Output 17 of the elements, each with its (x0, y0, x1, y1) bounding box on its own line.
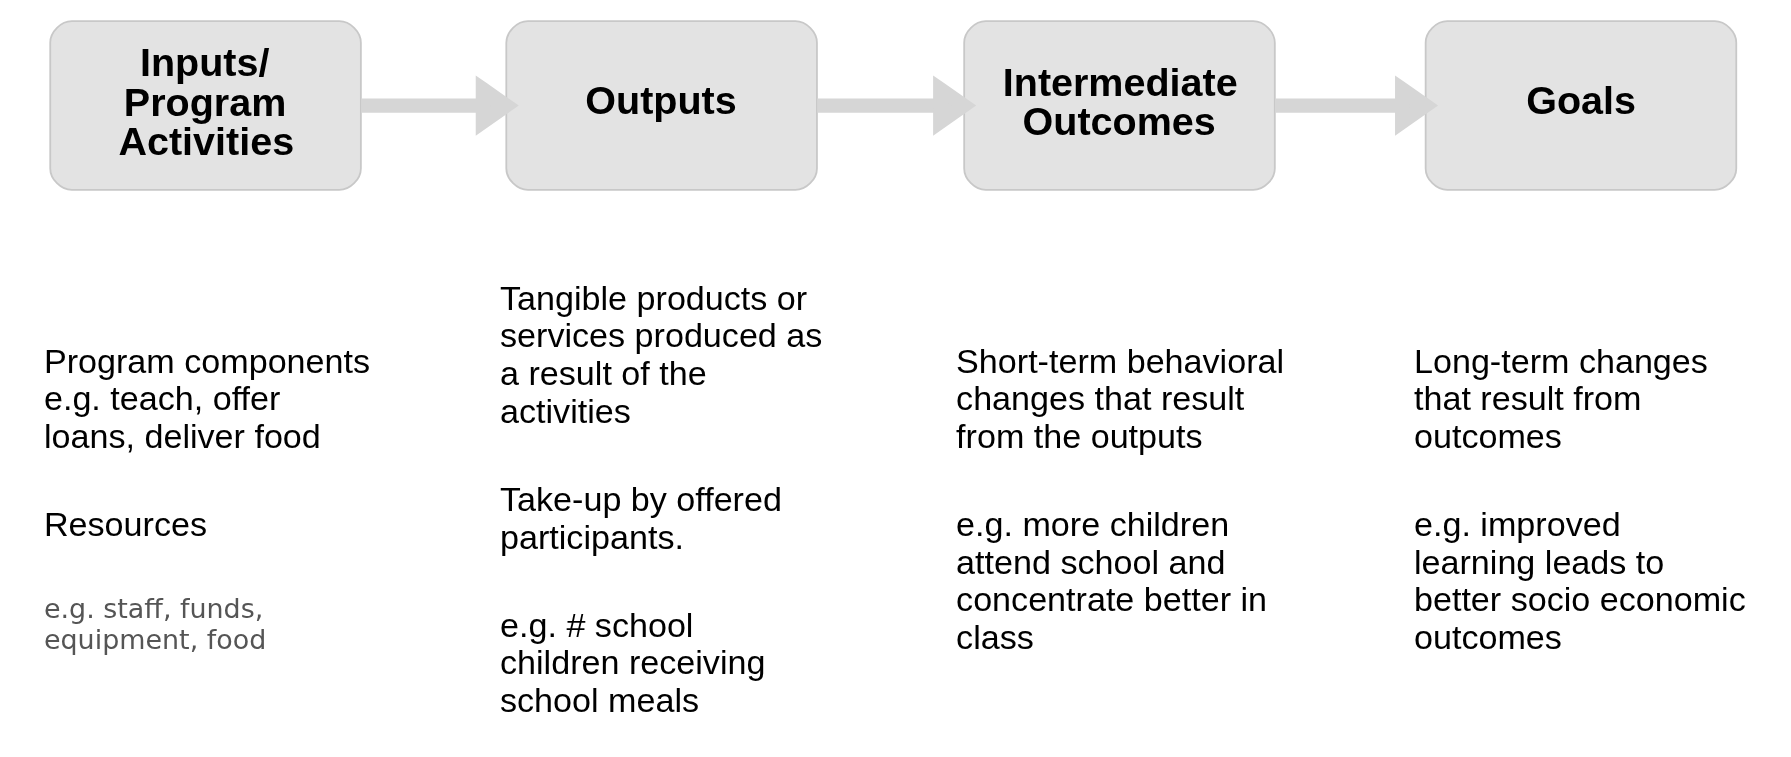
node-label: Long-term changes that result from outcomes (1413, 341, 1708, 455)
node-label: Take-up by offered participants. (500, 479, 782, 556)
arrow (817, 75, 977, 136)
node-box: Goals (1424, 20, 1738, 191)
node-box: Inputs/ Program Activities (49, 20, 362, 191)
node-label: e.g. # school children receiving school meals (500, 605, 766, 719)
node-box: Intermediate Outcomes (963, 20, 1276, 191)
node-box: Outputs (505, 20, 818, 191)
node-label: e.g. more children attend school and concentrate better in class (956, 504, 1268, 657)
node-label: e.g. improved learning leads to better socio economic outcomes (1413, 504, 1746, 657)
node-label: e.g. staff, funds, equipment, food (43, 593, 267, 655)
arrow (361, 75, 519, 136)
node-label: Short-term behavioral changes that result from the outputs (956, 341, 1285, 455)
arrow (1275, 75, 1439, 136)
node-label: Program components e.g. teach, offer loans, deliver food (43, 341, 371, 455)
node-label: Tangible products or services produced as a result of the activities (500, 278, 823, 430)
node-label: Resources (43, 504, 207, 543)
